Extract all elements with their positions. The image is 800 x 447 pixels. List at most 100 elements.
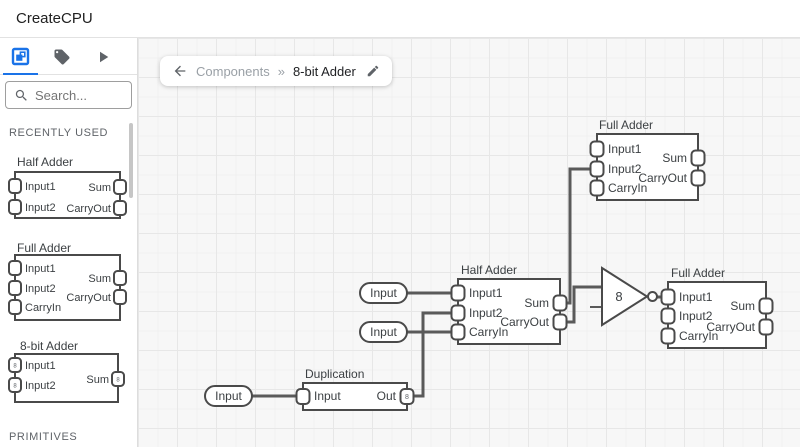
preview-half-adder-title: Half Adder (17, 155, 74, 169)
half-adder-carryout-label: CarryOut (500, 315, 549, 329)
breadcrumb-root[interactable]: Components (196, 63, 270, 79)
arrow-left-icon (174, 65, 186, 77)
chip-icon (11, 47, 30, 66)
duplication-bus-width: 8 (405, 394, 409, 401)
half-adder-node[interactable]: Half Adder Input1 Input2 CarryIn Sum Car… (450, 263, 568, 345)
duplication-out-label: Out (377, 389, 397, 403)
tag-icon (54, 49, 69, 64)
full-adder-top-port-sum[interactable] (690, 149, 706, 167)
full-adder-top-carryin-label: CarryIn (608, 181, 647, 195)
play-icon (99, 51, 108, 62)
preview-8bit-sum: Sum (86, 374, 109, 386)
preview-half-adder[interactable]: Input1 Input2 Sum CarryOut (8, 170, 130, 222)
preview-8bit-input1: Input1 (25, 360, 56, 372)
half-adder-port-input1[interactable] (450, 284, 466, 302)
input-node-b[interactable]: Input (359, 321, 408, 343)
breadcrumb-current: 8-bit Adder (292, 63, 356, 79)
full-adder-right-input2-label: Input2 (679, 309, 713, 323)
preview-full-adder-title: Full Adder (17, 241, 72, 255)
full-adder-top-port-input2[interactable] (589, 160, 605, 178)
full-adder-right-port-input2[interactable] (660, 307, 676, 325)
input-node-c-label: Input (215, 389, 242, 403)
circuit-canvas[interactable]: Input Input Input Duplication Input Out … (138, 38, 800, 447)
half-adder-port-carryin[interactable] (450, 323, 466, 341)
input-node-b-label: Input (370, 325, 397, 339)
preview-full-adder[interactable]: Input1 Input2 CarryIn Sum CarryOut (8, 253, 130, 325)
half-adder-input1-label: Input1 (469, 286, 503, 300)
preview-8bit-input1-width: 8 (13, 364, 17, 370)
inverter-node[interactable]: 8 (601, 266, 658, 327)
duplication-input-label: Input (314, 389, 341, 403)
wire-duplication-to-halfadder-input2[interactable] (407, 311, 458, 398)
inverter-bubble (647, 291, 658, 302)
edit-name-button[interactable] (366, 64, 380, 78)
input-node-c[interactable]: Input (204, 385, 253, 407)
full-adder-top-input2-label: Input2 (608, 162, 642, 176)
preview-ha-input1: Input1 (25, 181, 56, 193)
full-adder-top-port-input1[interactable] (589, 140, 605, 158)
preview-fa-sum: Sum (88, 273, 111, 285)
half-adder-port-input2[interactable] (450, 304, 466, 322)
full-adder-right-port-input1[interactable] (660, 288, 676, 306)
full-adder-right-title: Full Adder (671, 266, 725, 280)
preview-ha-carryout: CarryOut (66, 203, 111, 215)
preview-fa-input2: Input2 (25, 283, 56, 295)
full-adder-top-node[interactable]: Full Adder Input1 Input2 CarryIn Sum Car… (589, 118, 706, 201)
sidebar-scrollbar[interactable] (129, 123, 133, 198)
duplication-title: Duplication (305, 367, 364, 381)
pencil-icon (367, 65, 379, 77)
preview-ha-input2: Input2 (25, 202, 56, 214)
half-adder-port-carryout[interactable] (552, 313, 568, 331)
full-adder-top-title: Full Adder (599, 118, 653, 132)
search-box (5, 81, 132, 109)
full-adder-right-port-sum[interactable] (758, 297, 774, 315)
tab-simulate[interactable] (82, 38, 123, 75)
section-recently-used: RECENTLY USED (9, 127, 109, 139)
full-adder-top-input1-label: Input1 (608, 142, 642, 156)
preview-8bit-adder-title: 8-bit Adder (20, 339, 79, 353)
duplication-node[interactable]: Duplication Input Out 8 (295, 367, 415, 411)
full-adder-right-port-carryout[interactable] (758, 318, 774, 336)
full-adder-right-carryout-label: CarryOut (706, 320, 755, 334)
duplication-port-out[interactable] (399, 388, 415, 405)
full-adder-right-node[interactable]: Full Adder Input1 Input2 CarryIn Sum Car… (660, 266, 774, 349)
input-node-a-label: Input (370, 286, 397, 300)
full-adder-top-sum-label: Sum (662, 151, 687, 165)
circuit-svg: Input Input Input Duplication Input Out … (204, 118, 774, 411)
sidebar: RECENTLY USED Half Adder Input1 Input2 S… (0, 38, 138, 447)
search-input[interactable] (35, 87, 121, 103)
full-adder-right-port-carryin[interactable] (660, 327, 676, 345)
active-tab-underline (3, 73, 38, 75)
full-adder-top-port-carryin[interactable] (589, 179, 605, 197)
input-node-a[interactable]: Input (359, 282, 408, 304)
preview-fa-carryout: CarryOut (66, 292, 111, 304)
sidebar-tabs (0, 38, 137, 75)
full-adder-right-carryin-label: CarryIn (679, 329, 718, 343)
page-title: CreateCPU (16, 10, 93, 27)
preview-fa-input1: Input1 (25, 263, 56, 275)
half-adder-carryin-label: CarryIn (469, 325, 508, 339)
breadcrumb-separator: » (277, 63, 285, 79)
preview-8bit-input2-width: 8 (13, 384, 17, 390)
full-adder-top-port-carryout[interactable] (690, 169, 706, 187)
half-adder-port-sum[interactable] (552, 294, 568, 312)
section-primitives: PRIMITIVES (9, 431, 78, 443)
tab-components[interactable] (0, 38, 41, 75)
full-adder-right-input1-label: Input1 (679, 290, 713, 304)
search-icon (14, 88, 29, 103)
tab-tags[interactable] (41, 38, 82, 75)
duplication-port-input[interactable] (295, 388, 311, 405)
full-adder-right-sum-label: Sum (730, 299, 755, 313)
preview-8bit-sum-width: 8 (116, 378, 120, 384)
preview-fa-carryin: CarryIn (25, 302, 61, 314)
inverter-bus-label: 8 (615, 289, 622, 304)
preview-8bit-adder[interactable]: 8 8 8 Input1 Input2 Sum (8, 352, 130, 406)
full-adder-top-carryout-label: CarryOut (638, 171, 687, 185)
preview-8bit-input2: Input2 (25, 380, 56, 392)
back-button[interactable] (172, 63, 188, 79)
app-header: CreateCPU (0, 0, 800, 38)
half-adder-sum-label: Sum (524, 296, 549, 310)
breadcrumb: Components » 8-bit Adder (160, 56, 392, 86)
half-adder-input2-label: Input2 (469, 306, 503, 320)
